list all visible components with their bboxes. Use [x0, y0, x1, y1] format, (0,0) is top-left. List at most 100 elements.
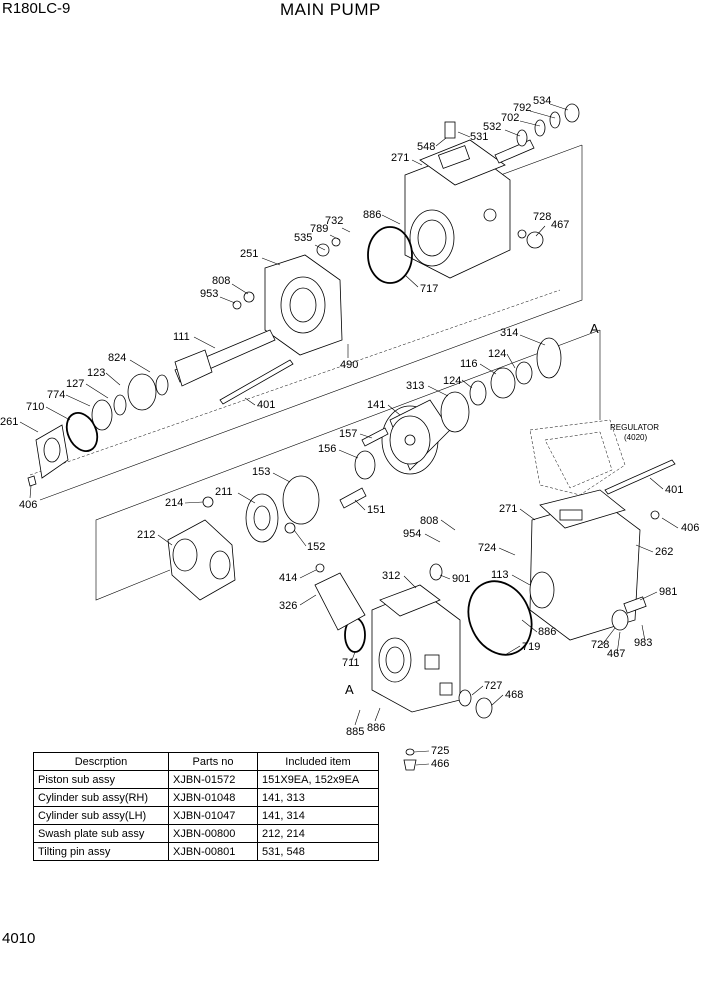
column-header: Parts no — [168, 752, 258, 771]
leader-lines — [19, 103, 679, 766]
table-cell: 151X9EA, 152x9EA — [257, 770, 379, 789]
callout: 534 — [533, 95, 551, 107]
o-ring-717 — [367, 226, 413, 284]
callout: 824 — [108, 352, 126, 364]
table-cell: 531, 548 — [257, 842, 379, 861]
column-header: Included item — [257, 752, 379, 771]
o-ring-719 — [467, 580, 533, 656]
callout: 531 — [470, 131, 488, 143]
callout: 886 — [538, 626, 556, 638]
callout: 886 — [367, 722, 385, 734]
callout: 535 — [294, 232, 312, 244]
table-row: Tilting pin assy XJBN-00801 531, 548 — [33, 842, 379, 861]
model-code: R180LC-9 — [2, 0, 71, 17]
callout: 157 — [339, 428, 357, 440]
callout: 251 — [240, 248, 258, 260]
callout: 111 — [173, 331, 190, 343]
callout: 406 — [681, 522, 699, 534]
callout: 127 — [66, 378, 84, 390]
cylinder-block — [361, 337, 562, 475]
tilting-pin-parts — [444, 103, 580, 249]
callout: 548 — [417, 141, 435, 153]
callout: 885 — [346, 726, 364, 738]
upper-pump-housing — [404, 139, 511, 279]
callout: 123 — [87, 367, 105, 379]
callout: 808 — [420, 515, 438, 527]
table-cell: Cylinder sub assy(RH) — [33, 788, 169, 807]
regulator-outline — [529, 419, 626, 496]
callout: 156 — [318, 443, 336, 455]
callout: 954 — [403, 528, 421, 540]
callout: 153 — [252, 466, 270, 478]
table-cell: 141, 313 — [257, 788, 379, 807]
callout: 406 — [19, 499, 37, 511]
table-row: Cylinder sub assy(LH) XJBN-01047 141, 31… — [33, 806, 379, 825]
page-number: 4010 — [2, 930, 36, 947]
callout: 261 — [0, 416, 18, 428]
table-cell: Tilting pin assy — [33, 842, 169, 861]
valve-block — [314, 563, 493, 771]
callout: 728 — [591, 639, 609, 651]
callout: 953 — [200, 288, 218, 300]
table-row: Swash plate sub assy XJBN-00800 212, 214 — [33, 824, 379, 843]
callout: 725 — [431, 745, 449, 757]
callout: 466 — [431, 758, 449, 770]
callout: 271 — [391, 152, 409, 164]
callout: 113 — [491, 569, 509, 581]
callout: 702 — [501, 112, 519, 124]
table-cell: XJBN-01572 — [168, 770, 258, 789]
callout: 732 — [325, 215, 343, 227]
callout: 983 — [634, 637, 652, 649]
callout: 312 — [382, 570, 400, 582]
table-cell: XJBN-01048 — [168, 788, 258, 807]
assembly-guide-lines — [29, 144, 601, 601]
callout: 262 — [655, 546, 673, 558]
callout: 774 — [47, 389, 65, 401]
callout: 727 — [484, 680, 502, 692]
drive-shaft — [91, 329, 294, 431]
table-cell: XJBN-01047 — [168, 806, 258, 825]
callout: 719 — [522, 641, 540, 653]
table-header-row: Descrption Parts no Included item — [33, 752, 379, 771]
flange — [27, 424, 69, 487]
view-mark-a: A — [345, 682, 354, 697]
regulator-ref: (4020) — [624, 433, 647, 442]
callout: 314 — [500, 327, 518, 339]
callout: 152 — [307, 541, 325, 553]
callout: 901 — [452, 573, 470, 585]
callout: 886 — [363, 209, 381, 221]
callout: 326 — [279, 600, 297, 612]
rear-pump-housing — [529, 459, 676, 641]
callout: 124 — [488, 348, 506, 360]
callout: 728 — [533, 211, 551, 223]
callout: 710 — [26, 401, 44, 413]
swash-plate — [167, 496, 236, 601]
callout: 401 — [257, 399, 275, 411]
table-row: Piston sub assy XJBN-01572 151X9EA, 152x… — [33, 770, 379, 789]
parts-table: Descrption Parts no Included item Piston… — [33, 752, 379, 861]
callout: 532 — [483, 121, 501, 133]
regulator-label: REGULATOR — [610, 423, 659, 432]
table-cell: XJBN-00800 — [168, 824, 258, 843]
callout: 490 — [340, 359, 358, 371]
table-cell: Piston sub assy — [33, 770, 169, 789]
view-mark-a: A — [590, 321, 599, 336]
piston-assembly — [245, 450, 376, 543]
callout: 212 — [137, 529, 155, 541]
table-cell: Cylinder sub assy(LH) — [33, 806, 169, 825]
callout: 808 — [212, 275, 230, 287]
table-cell: Swash plate sub assy — [33, 824, 169, 843]
callout: 467 — [551, 219, 569, 231]
table-row: Cylinder sub assy(RH) XJBN-01048 141, 31… — [33, 788, 379, 807]
callout: 124 — [443, 375, 461, 387]
callout: 717 — [420, 283, 438, 295]
callout: 792 — [513, 102, 531, 114]
callout: 414 — [279, 572, 297, 584]
callout: 151 — [367, 504, 385, 516]
callout: 116 — [460, 358, 478, 370]
callout: 271 — [499, 503, 517, 515]
callout: 711 — [342, 657, 360, 669]
callout: 211 — [215, 486, 233, 498]
callout: 467 — [607, 648, 625, 660]
